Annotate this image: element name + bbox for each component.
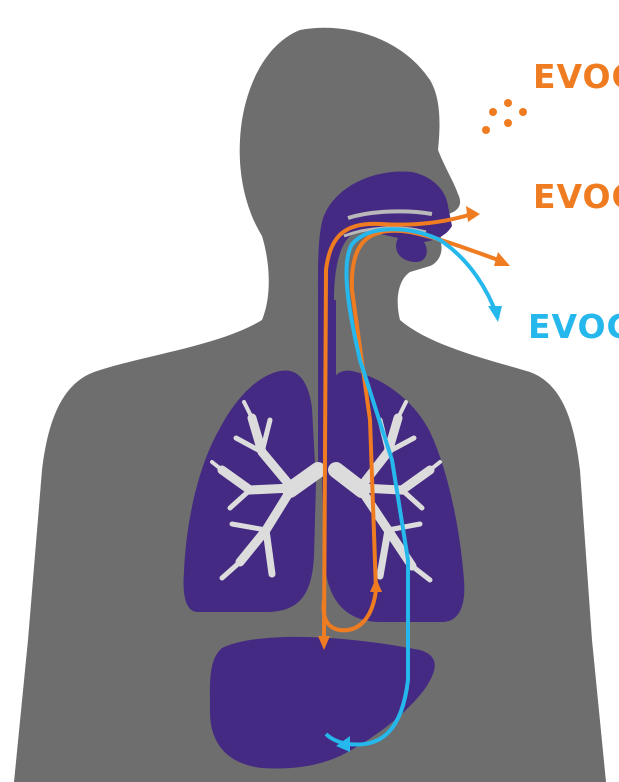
particle-dots-icon <box>482 99 527 134</box>
arrowhead-orange-out-2 <box>494 252 510 266</box>
evoc-label-top: EVOC <box>533 60 619 93</box>
arrowhead-blue-out <box>488 306 502 322</box>
arrowhead-orange-out-1 <box>466 206 480 222</box>
evoc-label-bottom: EVOC <box>528 310 619 343</box>
evoc-label-middle: EVOC <box>533 180 619 213</box>
